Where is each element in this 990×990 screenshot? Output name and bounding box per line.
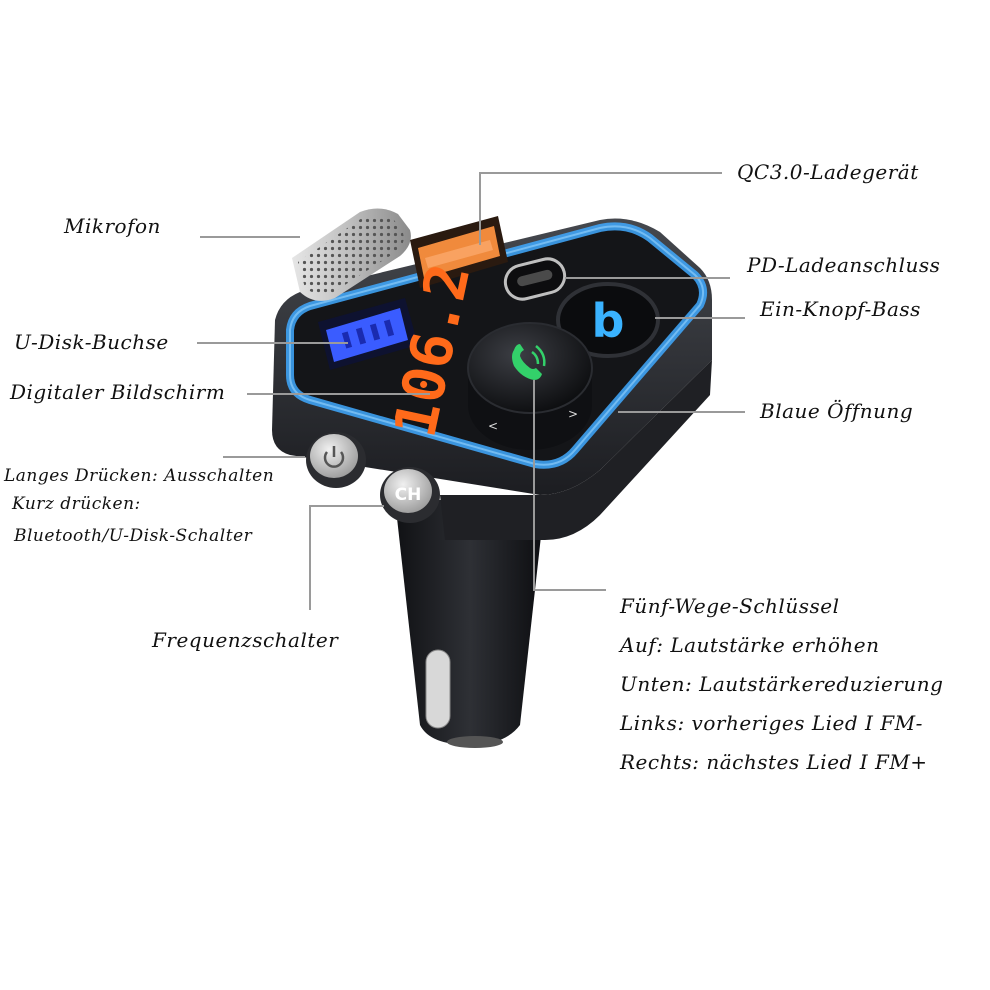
label-display: Digitaler Bildschirm: [10, 380, 226, 404]
label-bass: Ein-Knopf-Bass: [760, 297, 921, 321]
label-up: Auf: Lautstärke erhöhen: [620, 633, 880, 657]
label-five-way: Fünf-Wege-Schlüssel: [620, 594, 840, 618]
car-plug: [395, 500, 545, 748]
phone-icon: [512, 344, 546, 380]
plug-contact: [425, 649, 451, 729]
label-frequency: Frequenzschalter: [152, 628, 339, 652]
ch-button-label: CH: [395, 485, 422, 505]
bass-button: b: [556, 282, 660, 358]
ch-button: CH: [380, 467, 440, 523]
leader-frequency: [309, 505, 384, 610]
label-pd: PD-Ladeanschluss: [747, 253, 941, 277]
knob-right-mark-icon: >: [568, 407, 578, 421]
label-right: Rechts: nächstes Lied I FM+: [620, 750, 928, 774]
label-blue: Blaue Öffnung: [760, 399, 914, 423]
power-icon: [323, 446, 345, 468]
label-mikrofon: Mikrofon: [64, 214, 161, 238]
power-button: [306, 432, 366, 488]
label-left: Links: vorheriges Lied I FM-: [620, 711, 923, 735]
label-udisk: U-Disk-Buchse: [14, 330, 169, 354]
knob-left-mark-icon: <: [488, 419, 498, 433]
label-down: Unten: Lautstärkereduzierung: [620, 672, 944, 696]
pd-usbc-port: [503, 257, 567, 301]
five-way-knob: < >: [467, 322, 593, 450]
label-power-short: Kurz drücken:: [12, 494, 141, 514]
leader-qc30: [479, 172, 722, 245]
label-qc30: QC3.0-Ladegerät: [737, 160, 919, 184]
microphone: [292, 208, 411, 301]
label-power-switch: Bluetooth/U-Disk-Schalter: [14, 526, 253, 546]
bass-icon: b: [592, 294, 625, 348]
leader-lines: [197, 172, 745, 610]
leader-five-way: [533, 380, 606, 591]
label-power-long: Langes Drücken: Ausschalten: [4, 466, 275, 486]
udisk-usb-port: [318, 298, 418, 370]
